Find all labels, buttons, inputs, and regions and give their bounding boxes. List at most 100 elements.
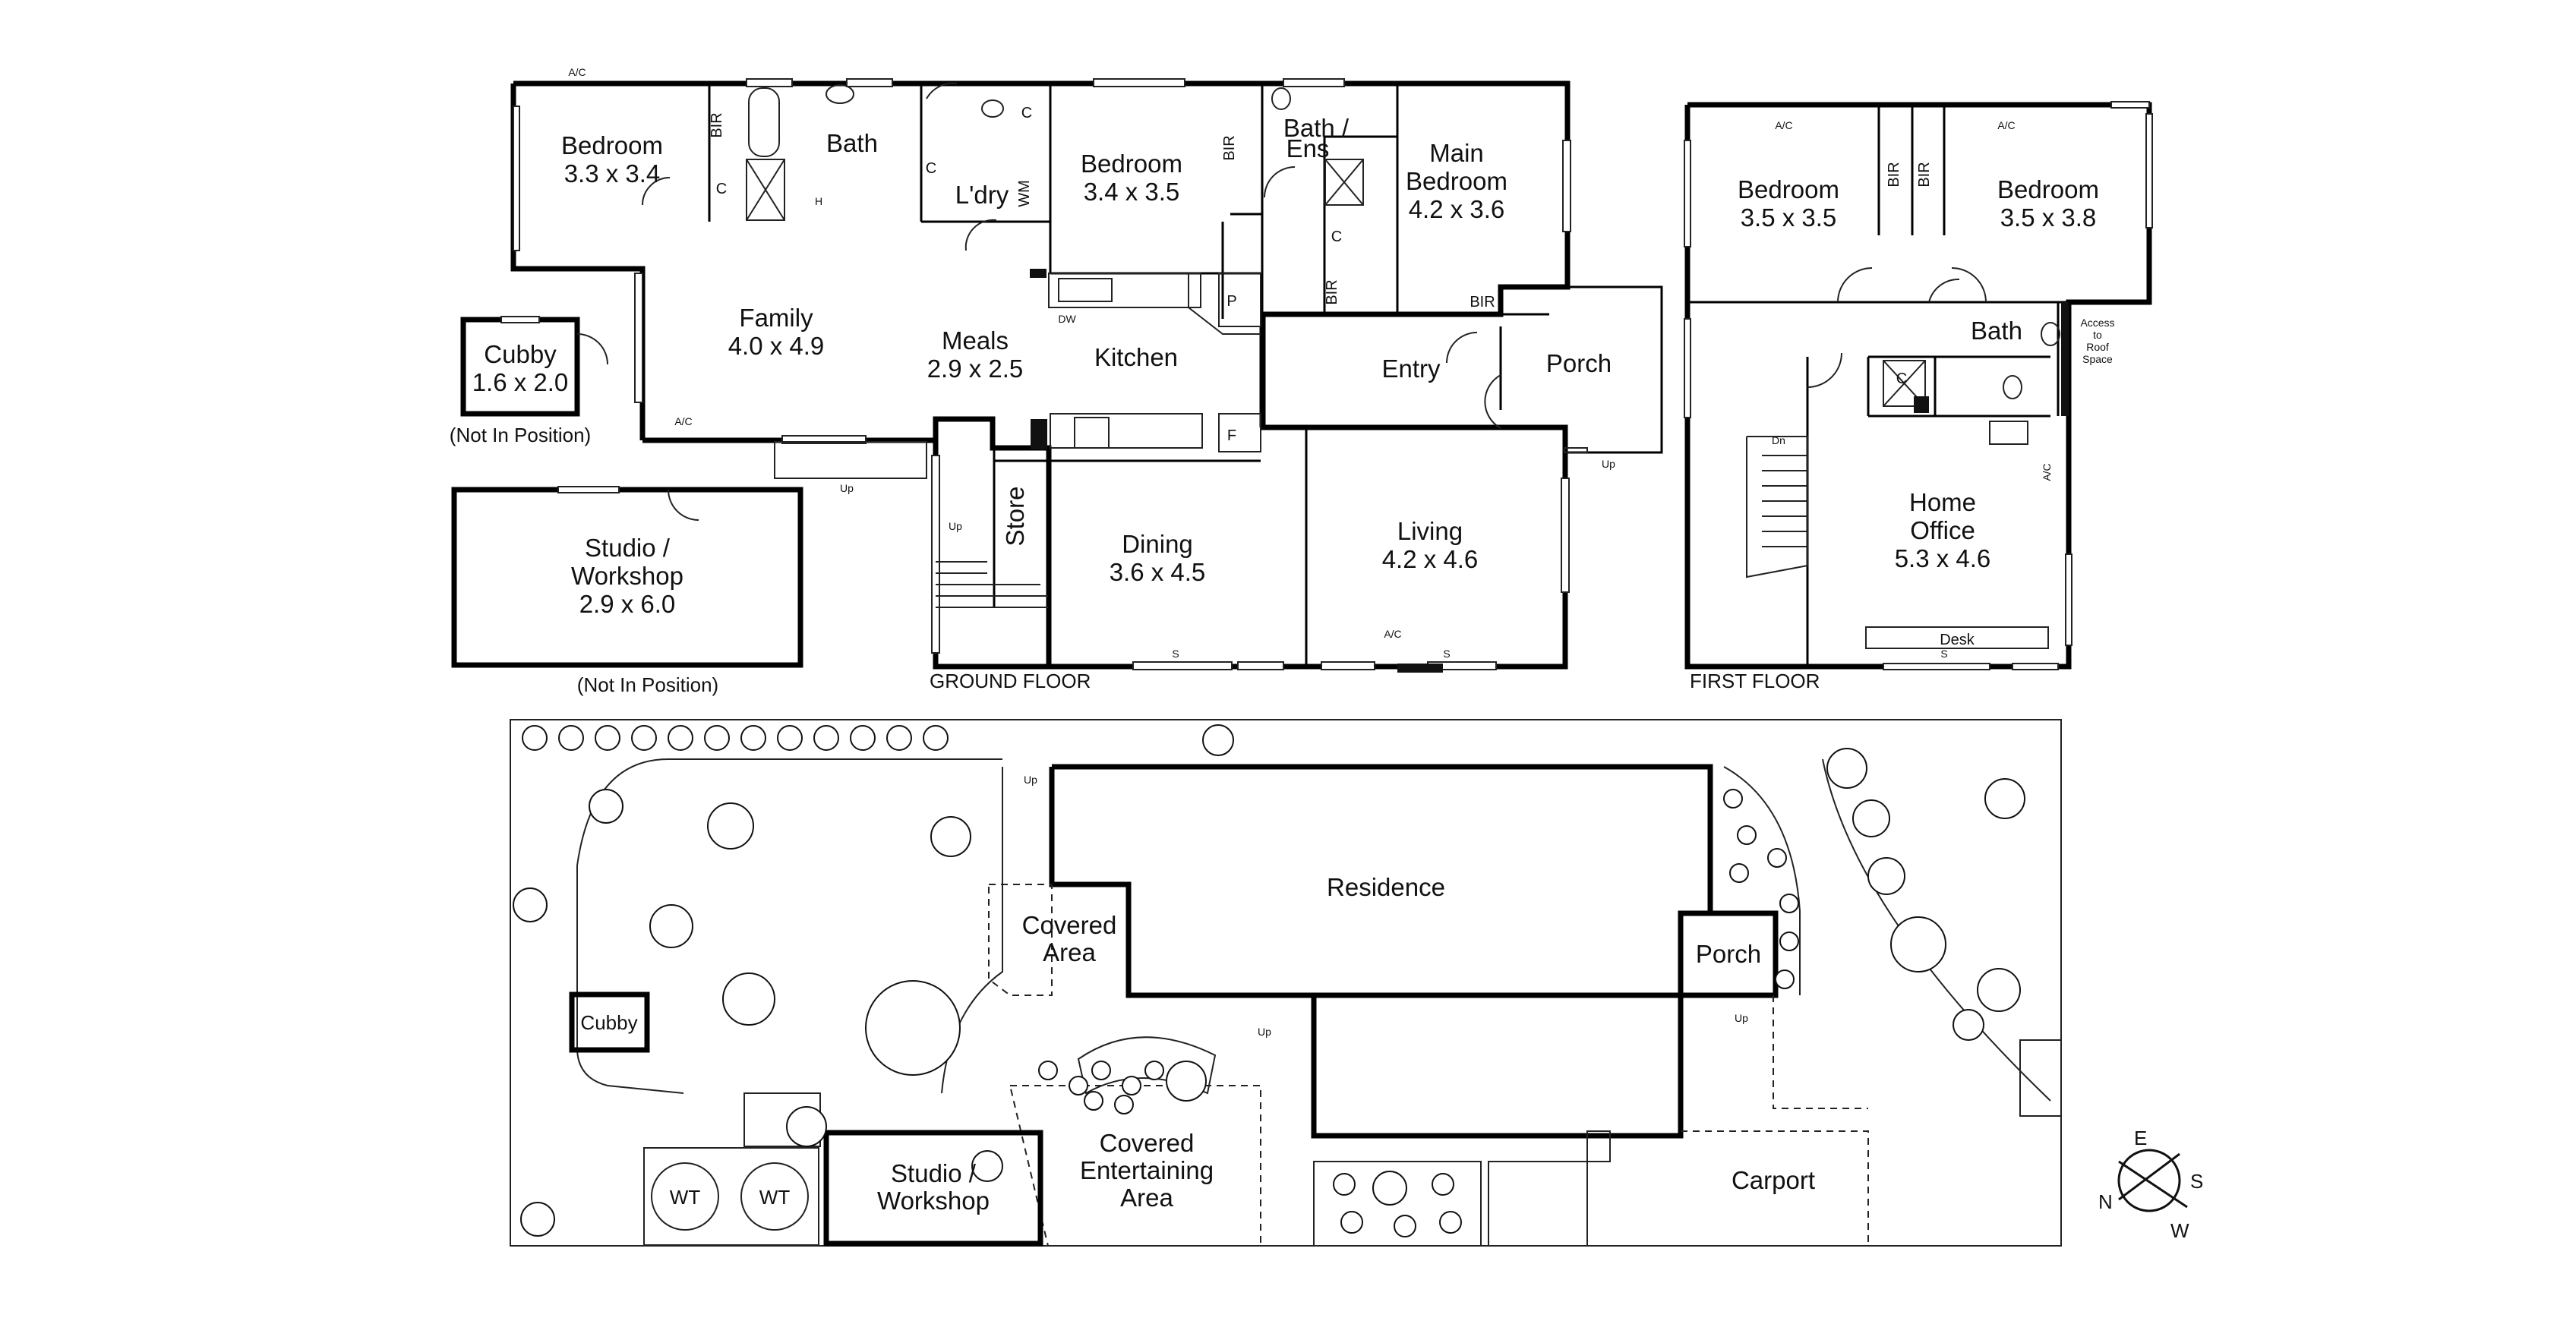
fridge-label: F xyxy=(1227,427,1236,444)
bath-name: Bath xyxy=(826,129,878,157)
water-tanks: WT WT xyxy=(651,1162,809,1231)
covered-entertaining-label-1: Covered xyxy=(1100,1129,1195,1157)
water-tank-label-2: WT xyxy=(759,1186,791,1209)
first-floor-label: FIRST FLOOR xyxy=(1690,670,1820,692)
home-office-dims: 5.3 x 4.6 xyxy=(1895,544,1991,572)
dishwasher-label: DW xyxy=(1058,313,1076,325)
compass-rose: E S N W xyxy=(2098,1127,2203,1242)
ff-bedroom-r-name: Bedroom xyxy=(1997,175,2099,203)
dining-dims: 3.6 x 4.5 xyxy=(1110,558,1206,586)
bedroom-c-name: Bedroom xyxy=(1081,150,1182,178)
bedroom-c-dims: 3.4 x 3.5 xyxy=(1084,178,1180,206)
c-label-1: C xyxy=(716,181,727,197)
family-dims: 4.0 x 4.9 xyxy=(728,332,825,360)
covered-entertaining-label-2: Entertaining xyxy=(1080,1156,1214,1184)
compass-e: E xyxy=(2134,1127,2147,1149)
covered-area-label-2: Area xyxy=(1043,938,1096,966)
site-studio-label-2: Workshop xyxy=(877,1187,990,1215)
ff-ac-label-1: A/C xyxy=(1775,119,1792,131)
roof-access-3: Roof xyxy=(2086,341,2109,353)
cubby-detached: Cubby 1.6 x 2.0 (Not In Position) xyxy=(450,316,608,446)
carport-label: Carport xyxy=(1732,1166,1815,1194)
roof-access-2: to xyxy=(2093,329,2102,341)
up-label-3: Up xyxy=(1602,458,1615,470)
bir-label-3: BIR xyxy=(1324,279,1340,304)
bedroom-w-name: Bedroom xyxy=(561,131,663,159)
compass-n: N xyxy=(2098,1190,2113,1213)
meals-dims: 2.9 x 2.5 xyxy=(927,355,1024,383)
ff-bath-name: Bath xyxy=(1971,317,2022,345)
site-up-label-2: Up xyxy=(1258,1026,1271,1038)
cubby-note: (Not In Position) xyxy=(450,424,591,446)
bath-ens-name2: Ens xyxy=(1286,134,1330,162)
s-label-2: S xyxy=(1443,648,1450,660)
bir-label-1: BIR xyxy=(709,112,725,137)
ff-bedroom-r-dims: 3.5 x 3.8 xyxy=(2000,203,2097,232)
c-label-2: C xyxy=(1021,105,1032,121)
kitchen-name: Kitchen xyxy=(1094,343,1178,371)
wall-oven-label: WO xyxy=(1032,430,1044,448)
home-office-name: Home xyxy=(1909,488,1976,516)
home-office-name2: Office xyxy=(1910,516,1975,544)
porch-name: Porch xyxy=(1546,349,1612,377)
site-porch-label: Porch xyxy=(1696,940,1761,968)
family-name: Family xyxy=(739,304,813,332)
wm-label: WM xyxy=(1016,180,1033,207)
compass-w: W xyxy=(2170,1219,2189,1242)
site-studio-label-1: Studio / xyxy=(891,1159,977,1187)
dining-name: Dining xyxy=(1122,530,1193,558)
studio-name: Studio / xyxy=(585,534,671,562)
ff-bedroom-l-dims: 3.5 x 3.5 xyxy=(1741,203,1837,232)
studio-name2: Workshop xyxy=(571,562,683,590)
covered-area-label-1: Covered xyxy=(1022,911,1117,939)
ground-floor-label: GROUND FLOOR xyxy=(930,670,1091,692)
ff-ac-label-3: A/C xyxy=(2041,463,2053,481)
studio-note: (Not In Position) xyxy=(577,673,718,696)
ff-s-label: S xyxy=(1940,648,1947,660)
cubby-dims: 1.6 x 2.0 xyxy=(472,368,569,396)
site-up-label-3: Up xyxy=(1735,1012,1748,1024)
living-dims: 4.2 x 4.6 xyxy=(1382,545,1479,573)
residence-label: Residence xyxy=(1327,873,1445,901)
living-name: Living xyxy=(1397,517,1463,545)
cubby-name: Cubby xyxy=(484,340,557,368)
main-bedroom-name2: Bedroom xyxy=(1406,167,1507,195)
ac-label-3: A/C xyxy=(1384,628,1401,640)
up-label-2: Up xyxy=(949,520,962,532)
studio-dims: 2.9 x 6.0 xyxy=(579,590,676,618)
bath-ens-name: Bath / xyxy=(1283,114,1350,142)
main-bedroom-name: Main xyxy=(1429,139,1484,167)
site-plan-labels: Residence Covered Area Porch Cubby Studi… xyxy=(580,774,1815,1215)
ground-floor-labels: Bedroom 3.3 x 3.4 Bath L'dry Bedroom 3.4… xyxy=(561,66,1615,692)
first-floor-plan xyxy=(1684,101,2153,670)
ac-label-1: A/C xyxy=(568,66,586,78)
site-cubby-label: Cubby xyxy=(580,1011,637,1034)
roof-access-4: Space xyxy=(2082,353,2113,365)
roof-access-1: Access xyxy=(2080,317,2114,329)
heater-label: H xyxy=(815,195,822,207)
bir-label-4: BIR xyxy=(1470,294,1495,311)
entry-name: Entry xyxy=(1381,355,1441,383)
water-tank-label-1: WT xyxy=(670,1186,701,1209)
c-label-4: C xyxy=(1331,229,1342,245)
main-bedroom-dims: 4.2 x 3.6 xyxy=(1409,195,1505,223)
ff-ac-label-2: A/C xyxy=(1997,119,2015,131)
ac-label-2: A/C xyxy=(674,415,692,427)
dn-label: Dn xyxy=(1772,434,1785,446)
store-name: Store xyxy=(1001,487,1029,547)
first-floor-labels: Bedroom 3.5 x 3.5 Bedroom 3.5 x 3.8 Bath… xyxy=(1690,119,2115,692)
bir-label-2: BIR xyxy=(1221,135,1238,160)
pantry-label: P xyxy=(1226,293,1236,310)
bedroom-w-dims: 3.3 x 3.4 xyxy=(564,159,661,188)
ground-floor-plan xyxy=(510,78,1663,673)
ff-bir-label-1: BIR xyxy=(1886,162,1902,187)
covered-entertaining-label-3: Area xyxy=(1120,1184,1173,1212)
ff-c-label: C xyxy=(1896,370,1907,387)
studio-detached: Studio / Workshop 2.9 x 6.0 (Not In Posi… xyxy=(451,486,803,696)
site-up-label-1: Up xyxy=(1024,774,1037,786)
up-label-1: Up xyxy=(840,482,854,494)
compass-s: S xyxy=(2190,1170,2203,1193)
desk-label: Desk xyxy=(1940,632,1975,648)
ff-bir-label-2: BIR xyxy=(1916,162,1933,187)
